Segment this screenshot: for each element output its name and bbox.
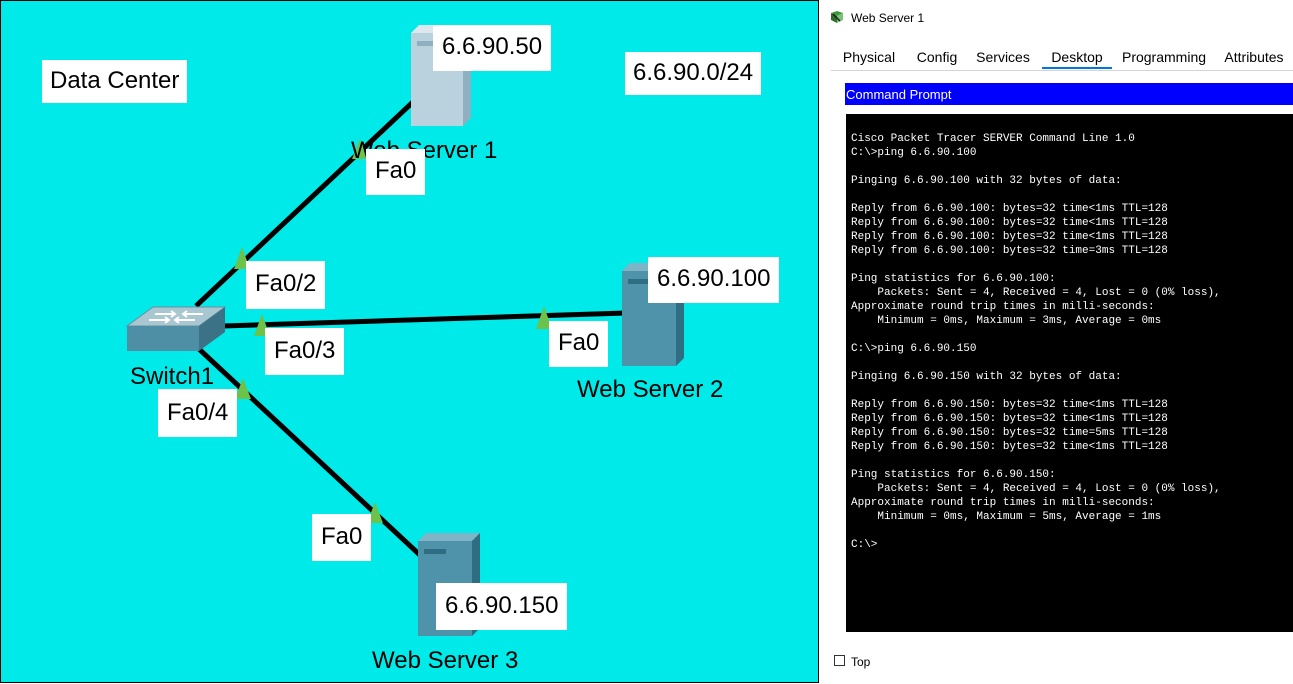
- console-line: Minimum = 0ms, Maximum = 3ms, Average = …: [851, 315, 1162, 327]
- command-prompt-header: Command Prompt: [845, 83, 1293, 105]
- console-line: Packets: Sent = 4, Received = 4, Lost = …: [851, 483, 1221, 495]
- server-3-ip-label: 6.6.90.150: [436, 583, 568, 630]
- tab-config[interactable]: Config: [916, 49, 958, 65]
- top-checkbox-label[interactable]: Top: [851, 655, 871, 669]
- console-line: [851, 328, 1293, 342]
- server-1-ip-label: 6.6.90.50: [433, 25, 552, 71]
- top-checkbox[interactable]: [834, 655, 845, 666]
- console-line: C:\>ping 6.6.90.150: [851, 343, 977, 355]
- tab-bar: Physical Config Services Desktop Program…: [831, 43, 1293, 71]
- tab-physical[interactable]: Physical: [842, 49, 896, 65]
- console-line: C:\>ping 6.6.90.100: [851, 147, 977, 159]
- console-line: Pinging 6.6.90.150 with 32 bytes of data…: [851, 371, 1122, 383]
- console-line: [851, 188, 1293, 202]
- server-3-port-label: Fa0: [312, 514, 372, 561]
- switch-port-fa0-3-label: Fa0/3: [265, 328, 345, 375]
- area-label: Data Center: [42, 60, 188, 103]
- console-line: Reply from 6.6.90.150: bytes=32 time=5ms…: [851, 427, 1168, 439]
- link-switch-server2[interactable]: [222, 310, 627, 329]
- console-line: Reply from 6.6.90.150: bytes=32 time<1ms…: [851, 441, 1168, 453]
- topology-links: [194, 99, 627, 558]
- console-line: [851, 356, 1293, 370]
- console-line: Minimum = 0ms, Maximum = 5ms, Average = …: [851, 511, 1162, 523]
- console-line: [851, 160, 1293, 174]
- tab-services[interactable]: Services: [976, 49, 1030, 65]
- console-line: Packets: Sent = 4, Received = 4, Lost = …: [851, 287, 1221, 299]
- server-2-ip-label: 6.6.90.100: [648, 257, 780, 303]
- console-line: [851, 258, 1293, 272]
- console-line: Ping statistics for 6.6.90.150:: [851, 469, 1056, 481]
- tab-programming[interactable]: Programming: [1121, 49, 1207, 65]
- console-line: [851, 454, 1293, 468]
- packet-tracer-server-icon: [831, 11, 843, 23]
- server-1-port-label: Fa0: [366, 149, 426, 195]
- console-line: [851, 524, 1293, 538]
- switch-name: Switch1: [130, 363, 215, 390]
- command-prompt-console[interactable]: Cisco Packet Tracer SERVER Command Line …: [846, 114, 1293, 632]
- port-light-switch-fa0-4: [235, 378, 251, 399]
- console-line: Reply from 6.6.90.100: bytes=32 time=3ms…: [851, 245, 1168, 257]
- tab-desktop[interactable]: Desktop: [1042, 43, 1112, 69]
- console-line: Reply from 6.6.90.100: bytes=32 time<1ms…: [851, 217, 1168, 229]
- window-title: Web Server 1: [851, 11, 925, 25]
- port-light-server2-fa0: [536, 306, 552, 329]
- server-2-port-label: Fa0: [549, 321, 609, 367]
- port-light-server1-fa0: [352, 139, 368, 159]
- console-line: Reply from 6.6.90.100: bytes=32 time<1ms…: [851, 203, 1168, 215]
- device-window: Web Server 1 Physical Config Services De…: [821, 0, 1293, 683]
- console-line: Pinging 6.6.90.100 with 32 bytes of data…: [851, 175, 1122, 187]
- link-switch-server1[interactable]: [194, 99, 416, 308]
- window-titlebar[interactable]: Web Server 1: [821, 0, 1293, 34]
- link-switch-server3[interactable]: [197, 347, 423, 558]
- console-line: Ping statistics for 6.6.90.100:: [851, 273, 1056, 285]
- console-line: Approximate round trip times in milli-se…: [851, 497, 1155, 509]
- console-line: Reply from 6.6.90.100: bytes=32 time<1ms…: [851, 231, 1168, 243]
- console-line: C:\>: [851, 539, 878, 551]
- switch-port-fa0-4-label: Fa0/4: [158, 389, 238, 437]
- console-line: Reply from 6.6.90.150: bytes=32 time<1ms…: [851, 413, 1168, 425]
- subnet-label: 6.6.90.0/24: [625, 52, 762, 95]
- console-line: Cisco Packet Tracer SERVER Command Line …: [851, 133, 1135, 145]
- console-line: [851, 384, 1293, 398]
- console-line: Reply from 6.6.90.150: bytes=32 time<1ms…: [851, 399, 1168, 411]
- server-3-name: Web Server 3: [372, 647, 519, 674]
- console-line: Approximate round trip times in milli-se…: [851, 301, 1155, 313]
- switch-icon[interactable]: [125, 304, 227, 354]
- switch-port-fa0-2-label: Fa0/2: [246, 261, 326, 309]
- tab-attributes[interactable]: Attributes: [1224, 49, 1284, 65]
- topology-canvas[interactable]: Data Center 6.6.90.0/24 6.6.90.50 Web Se…: [0, 0, 819, 683]
- server-2-name: Web Server 2: [577, 376, 724, 403]
